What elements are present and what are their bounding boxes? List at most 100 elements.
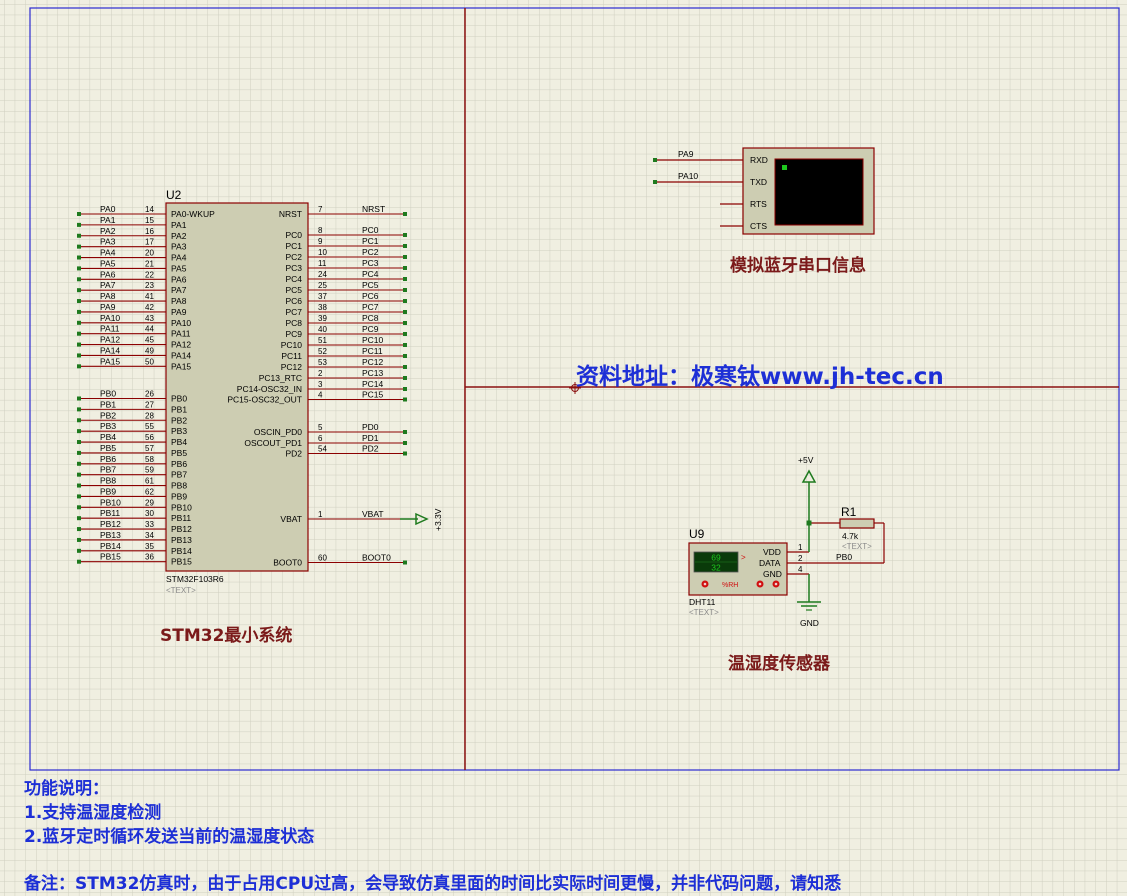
mcu-net-label: PB0 bbox=[100, 389, 116, 399]
mcu-net-label: PC0 bbox=[362, 225, 379, 235]
mcu-pin-name: PC10 bbox=[281, 340, 303, 350]
terminal-net-pa9: PA9 bbox=[678, 149, 694, 159]
sensor-display-bottom: 32 bbox=[711, 563, 721, 573]
mcu-pin-name: PC1 bbox=[285, 241, 302, 251]
notes-heading: 功能说明： bbox=[24, 779, 109, 799]
mcu-pin-number: 7 bbox=[318, 205, 323, 214]
mcu-body[interactable] bbox=[165, 202, 309, 572]
mcu-pin-name: PA7 bbox=[171, 285, 187, 295]
mcu-net-label: PA7 bbox=[100, 280, 116, 290]
sensor-unit-label: %RH bbox=[722, 582, 738, 589]
sensor-button-up[interactable] bbox=[756, 580, 764, 588]
mcu-pin-name: PA5 bbox=[171, 263, 187, 273]
mcu-pin-number: 9 bbox=[318, 237, 323, 246]
mcu-pin-name: PC13_RTC bbox=[259, 373, 302, 383]
virtual-terminal[interactable]: RXD TXD RTS CTS PA9 PA10 bbox=[653, 147, 875, 235]
mcu-pin-name: PB11 bbox=[171, 513, 191, 523]
mcu-pin-name: PA15 bbox=[171, 361, 191, 371]
mcu-pin-name: PA6 bbox=[171, 274, 187, 284]
sensor-button-mode[interactable] bbox=[772, 580, 780, 588]
mcu-net-label: PC9 bbox=[362, 324, 379, 334]
mcu-pin-number: 37 bbox=[318, 292, 327, 301]
mcu-net-label: VBAT bbox=[362, 509, 384, 519]
terminal-pin-rxd: RXD bbox=[750, 155, 768, 165]
mcu-pin-name: PA0-WKUP bbox=[171, 209, 215, 219]
mcu-net-label: PA2 bbox=[100, 226, 116, 236]
mcu-pin-number: 30 bbox=[145, 509, 154, 518]
mcu-net-label: PB14 bbox=[100, 541, 121, 551]
mcu-pin-name: PC4 bbox=[285, 274, 302, 284]
mcu-pin-number: 38 bbox=[318, 303, 327, 312]
sensor-button-down[interactable] bbox=[701, 580, 709, 588]
dht11-sensor-u9[interactable]: U9 69 32 > %RH DHT11 <TEXT> VDD DATA GND… bbox=[688, 455, 885, 628]
mcu-net-label: PB5 bbox=[100, 443, 116, 453]
mcu-pin-number: 53 bbox=[318, 358, 327, 367]
mcu-net-label: PC7 bbox=[362, 302, 379, 312]
sensor-pin-num-1: 1 bbox=[798, 543, 803, 552]
mcu-pin-name: PC14-OSC32_IN bbox=[237, 384, 302, 394]
mcu-net-label: PA4 bbox=[100, 248, 116, 258]
mcu-pin-name: PB2 bbox=[171, 415, 187, 425]
mcu-pin-number: 57 bbox=[145, 444, 154, 453]
mcu-pin-number: 2 bbox=[318, 369, 323, 378]
mcu-ref: U2 bbox=[166, 188, 182, 202]
mcu-net-label: PC5 bbox=[362, 280, 379, 290]
resistor-r1[interactable]: R1 4.7k <TEXT> bbox=[839, 505, 875, 551]
resistor-body[interactable] bbox=[839, 518, 875, 529]
